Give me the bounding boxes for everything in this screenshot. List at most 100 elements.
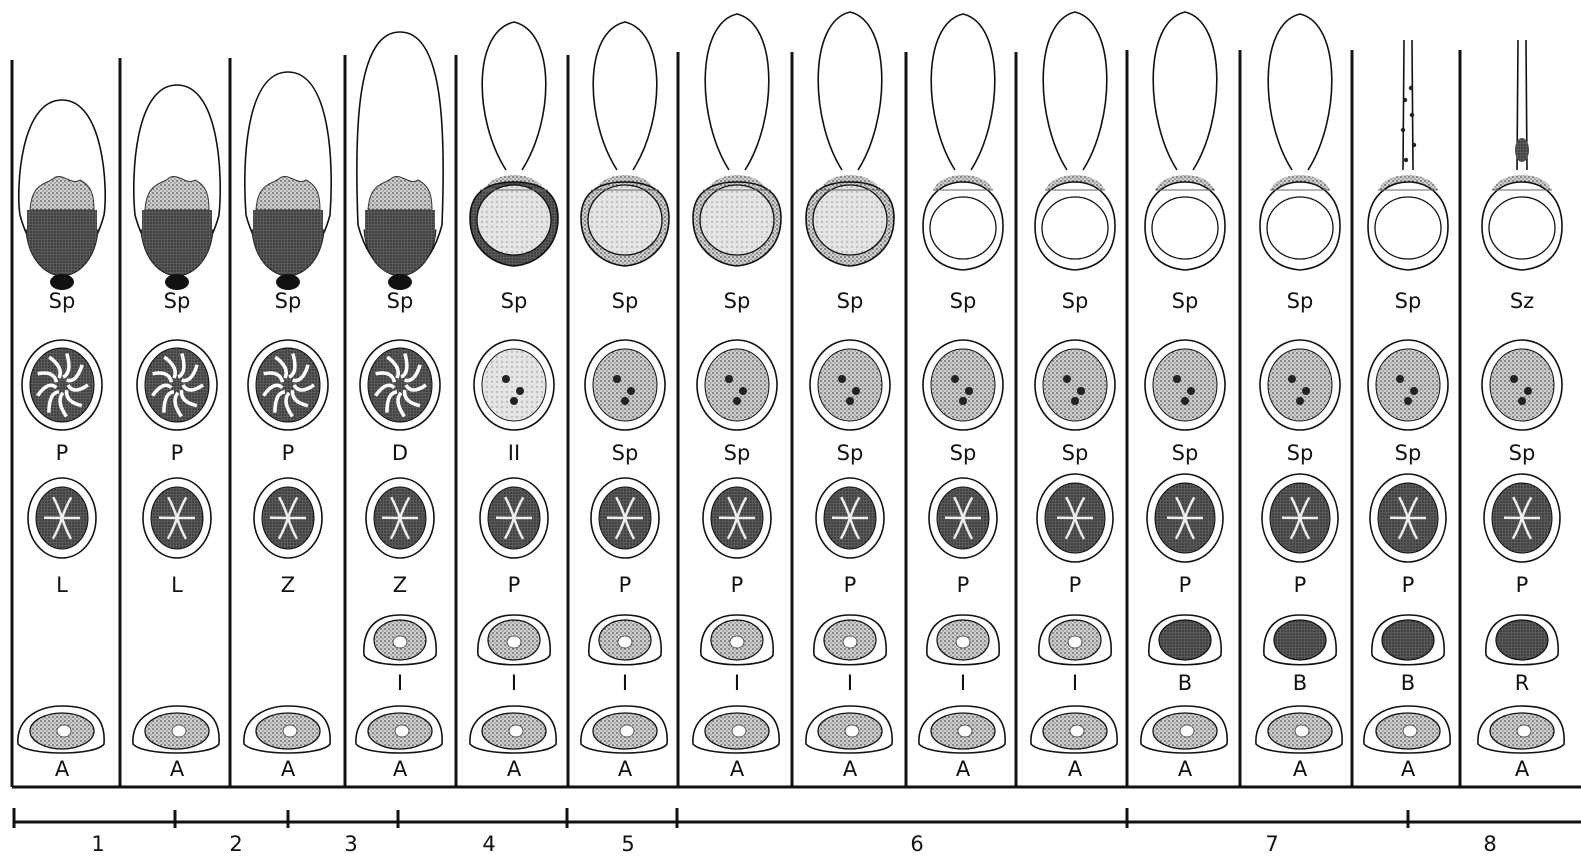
intermediate-cell-label: I bbox=[847, 671, 853, 695]
intermediate-cell-label: I bbox=[960, 671, 966, 695]
intermediate-cell bbox=[478, 615, 550, 665]
chromatin-cell-label: P bbox=[1179, 573, 1192, 597]
nucleus-cell bbox=[1482, 340, 1562, 430]
chromatin-cell bbox=[1484, 474, 1560, 562]
spermatid bbox=[134, 85, 220, 290]
tubule-columns: SpPLASpPLASpPZASpDZIASpIIPIASpSpPIASpSpP… bbox=[12, 12, 1581, 787]
nucleus-cell-label: Sp bbox=[837, 441, 864, 465]
nucleus-cell bbox=[585, 340, 665, 430]
chromatin-cell bbox=[1370, 474, 1446, 562]
chromatin-cell bbox=[1037, 474, 1113, 562]
intermediate-cell-label: I bbox=[734, 671, 740, 695]
spermatogonium-label: A bbox=[170, 757, 185, 781]
top-cell-label: Sp bbox=[387, 289, 414, 313]
chromatin-cell-label: Z bbox=[281, 573, 295, 597]
spermatogonium-label: A bbox=[730, 757, 745, 781]
spermatogonium-a bbox=[806, 706, 892, 753]
nucleus-cell bbox=[248, 340, 328, 430]
spermatogonium-label: A bbox=[843, 757, 858, 781]
nucleus-cell-label: Sp bbox=[1509, 441, 1536, 465]
nucleus-cell bbox=[474, 340, 554, 430]
spermatid bbox=[1368, 40, 1448, 270]
chromatin-cell bbox=[929, 478, 997, 558]
top-cell-label: Sp bbox=[837, 289, 864, 313]
nucleus-cell-label: D bbox=[392, 441, 408, 465]
nucleus-cell-label: Sp bbox=[1062, 441, 1089, 465]
spermatogonium-a bbox=[244, 706, 330, 753]
nucleus-cell-label: Sp bbox=[1172, 441, 1199, 465]
nucleus-cell bbox=[1035, 340, 1115, 430]
intermediate-cell-label: I bbox=[622, 671, 628, 695]
spermatogonium-label: A bbox=[507, 757, 522, 781]
spermatid bbox=[693, 14, 781, 266]
spermatogonium-label: A bbox=[618, 757, 633, 781]
spermatid bbox=[470, 22, 558, 266]
stage-number: 1 bbox=[91, 832, 104, 856]
top-cell-label: Sz bbox=[1510, 289, 1534, 313]
spermatogonium-a bbox=[1256, 706, 1342, 753]
spermatogonium-a bbox=[356, 706, 442, 753]
spermatogonium-a bbox=[1478, 706, 1564, 753]
stage-number: 5 bbox=[621, 832, 634, 856]
spermatid bbox=[806, 12, 894, 266]
chromatin-cell-label: P bbox=[844, 573, 857, 597]
top-cell-label: Sp bbox=[1287, 289, 1314, 313]
nucleus-cell-label: Sp bbox=[612, 441, 639, 465]
intermediate-cell bbox=[589, 615, 661, 665]
chromatin-cell-label: L bbox=[171, 573, 183, 597]
nucleus-cell-label: II bbox=[508, 441, 520, 465]
chromatin-cell-label: P bbox=[1294, 573, 1307, 597]
spermatogonium-label: A bbox=[55, 757, 70, 781]
chromatin-cell bbox=[1147, 474, 1223, 562]
top-cell-label: Sp bbox=[1395, 289, 1422, 313]
chromatin-cell bbox=[1262, 474, 1338, 562]
top-cell-label: Sp bbox=[49, 289, 76, 313]
nucleus-cell bbox=[810, 340, 890, 430]
spermatogonium-a bbox=[919, 706, 1005, 753]
chromatin-cell-label: P bbox=[1402, 573, 1415, 597]
chromatin-cell bbox=[480, 478, 548, 558]
nucleus-cell-label: Sp bbox=[1395, 441, 1422, 465]
spermatogonium-a bbox=[470, 706, 556, 753]
nucleus-cell bbox=[360, 340, 440, 430]
chromatin-cell-label: P bbox=[508, 573, 521, 597]
spermatid bbox=[1482, 40, 1562, 270]
chromatin-cell bbox=[143, 478, 211, 558]
spermatogonium-a bbox=[1141, 706, 1227, 753]
chromatin-cell-label: P bbox=[957, 573, 970, 597]
intermediate-cell bbox=[1039, 615, 1111, 665]
spermatogonium-a bbox=[1364, 706, 1450, 753]
spermatogonium-label: A bbox=[1401, 757, 1416, 781]
chromatin-cell bbox=[28, 478, 96, 558]
intermediate-cell-label: B bbox=[1178, 671, 1192, 695]
spermatogonium-label: A bbox=[1515, 757, 1530, 781]
nucleus-cell-label: P bbox=[56, 441, 69, 465]
chromatin-cell bbox=[254, 478, 322, 558]
intermediate-cell-label: I bbox=[511, 671, 517, 695]
spermatid bbox=[1260, 14, 1340, 270]
spermatogonium-a bbox=[1031, 706, 1117, 753]
intermediate-cell bbox=[814, 615, 886, 665]
nucleus-cell-label: Sp bbox=[950, 441, 977, 465]
spermatogonium-a bbox=[581, 706, 667, 753]
spermatogonium-label: A bbox=[393, 757, 408, 781]
nucleus-cell bbox=[22, 340, 102, 430]
nucleus-cell bbox=[923, 340, 1003, 430]
spermatid bbox=[923, 14, 1003, 270]
chromatin-cell-label: P bbox=[619, 573, 632, 597]
spermatogonium-a bbox=[18, 706, 104, 753]
nucleus-cell bbox=[1368, 340, 1448, 430]
chromatin-cell-label: Z bbox=[393, 573, 407, 597]
chromatin-cell-label: L bbox=[56, 573, 68, 597]
nucleus-cell-label: P bbox=[171, 441, 184, 465]
